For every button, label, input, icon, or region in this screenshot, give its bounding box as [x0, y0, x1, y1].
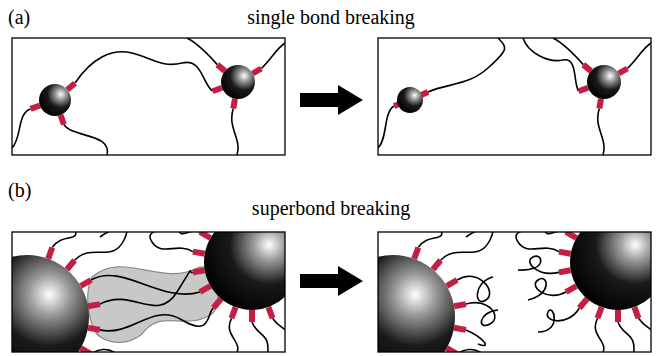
polymer-chain — [553, 38, 583, 65]
sticker — [566, 232, 576, 238]
sticker — [233, 99, 235, 109]
polymer-chain — [261, 43, 285, 69]
sticker — [200, 232, 210, 238]
polymer-chain — [64, 124, 108, 155]
sticker — [599, 99, 601, 109]
sticker — [48, 247, 52, 258]
polymer-chain — [595, 318, 604, 352]
sticker — [566, 286, 576, 292]
polymer-chain — [378, 106, 394, 148]
polymer-chain — [627, 43, 651, 69]
colloid-sphere — [39, 84, 71, 116]
sticker — [268, 307, 272, 318]
polymer-chain — [598, 109, 604, 155]
sticker — [454, 328, 466, 330]
sticker — [200, 286, 210, 292]
polymer-chain — [457, 276, 493, 301]
sticker — [88, 328, 100, 330]
sticker — [447, 280, 457, 286]
sticker — [615, 310, 621, 322]
polymer-chain — [75, 52, 213, 91]
polymer-chain — [252, 322, 268, 352]
sticker — [88, 304, 100, 306]
sticker — [559, 270, 571, 272]
polymer-chain — [187, 38, 217, 65]
sticker — [249, 310, 255, 322]
sticker — [559, 252, 571, 254]
sticker — [579, 299, 587, 308]
polymer-chain — [618, 322, 634, 352]
colloid-sphere — [570, 232, 651, 310]
polymer-chain — [441, 232, 493, 260]
colloid-sphere — [378, 255, 455, 352]
polymer-chain — [91, 275, 200, 294]
colloid-sphere — [397, 87, 423, 113]
panel-letter: (a) — [8, 5, 30, 29]
sticker — [31, 106, 40, 109]
polymer-chain — [229, 318, 238, 352]
colloid-sphere — [12, 255, 89, 352]
sticker — [579, 88, 588, 91]
polymer-chain — [466, 330, 485, 346]
polymer-chain — [466, 303, 498, 326]
panel-frame — [378, 38, 651, 155]
polymer-chain — [528, 279, 566, 300]
panel-frame — [12, 232, 285, 352]
panel-title: single bond breaking — [247, 5, 415, 29]
panel-letter: (b) — [8, 178, 31, 202]
polymer-chain — [100, 308, 213, 331]
sticker — [253, 69, 262, 74]
colloid-sphere — [221, 65, 255, 99]
colloid-sphere — [204, 232, 285, 310]
colloid-sphere — [587, 65, 621, 99]
sticker — [213, 88, 222, 91]
sticker — [213, 299, 221, 308]
sticker — [454, 304, 466, 306]
polymer-chain — [518, 256, 559, 273]
sticker — [414, 247, 418, 258]
panel-title: superbond breaking — [252, 196, 410, 220]
polymer-chain — [52, 232, 76, 247]
sticker — [193, 252, 205, 254]
sticker — [193, 270, 205, 272]
sticker — [81, 280, 91, 286]
polymer-chain — [273, 318, 286, 342]
superbond-region — [88, 267, 218, 343]
polymer-chain — [418, 232, 442, 247]
polymer-chain — [523, 38, 579, 91]
sticker — [598, 307, 602, 318]
polymer-chain — [75, 232, 127, 260]
sticker — [67, 260, 75, 269]
polymer-chain — [538, 308, 579, 332]
polymer-chain — [516, 232, 559, 252]
sticker — [619, 69, 628, 74]
polymer-chain — [232, 109, 238, 155]
polymer-chain — [12, 109, 31, 148]
sticker — [217, 65, 225, 72]
polymer-chain — [639, 318, 652, 342]
sticker — [67, 83, 75, 89]
sticker — [433, 260, 441, 269]
transition-arrow — [300, 266, 363, 296]
sticker — [583, 65, 591, 72]
polymer-chain — [100, 271, 193, 306]
sticker — [61, 115, 64, 124]
sticker — [634, 307, 638, 318]
transition-arrow — [300, 85, 363, 115]
panel-frame — [12, 38, 285, 155]
sticker — [232, 307, 236, 318]
polymer-chain — [428, 38, 505, 92]
panel-frame — [378, 232, 651, 352]
polymer-chain — [150, 232, 193, 252]
